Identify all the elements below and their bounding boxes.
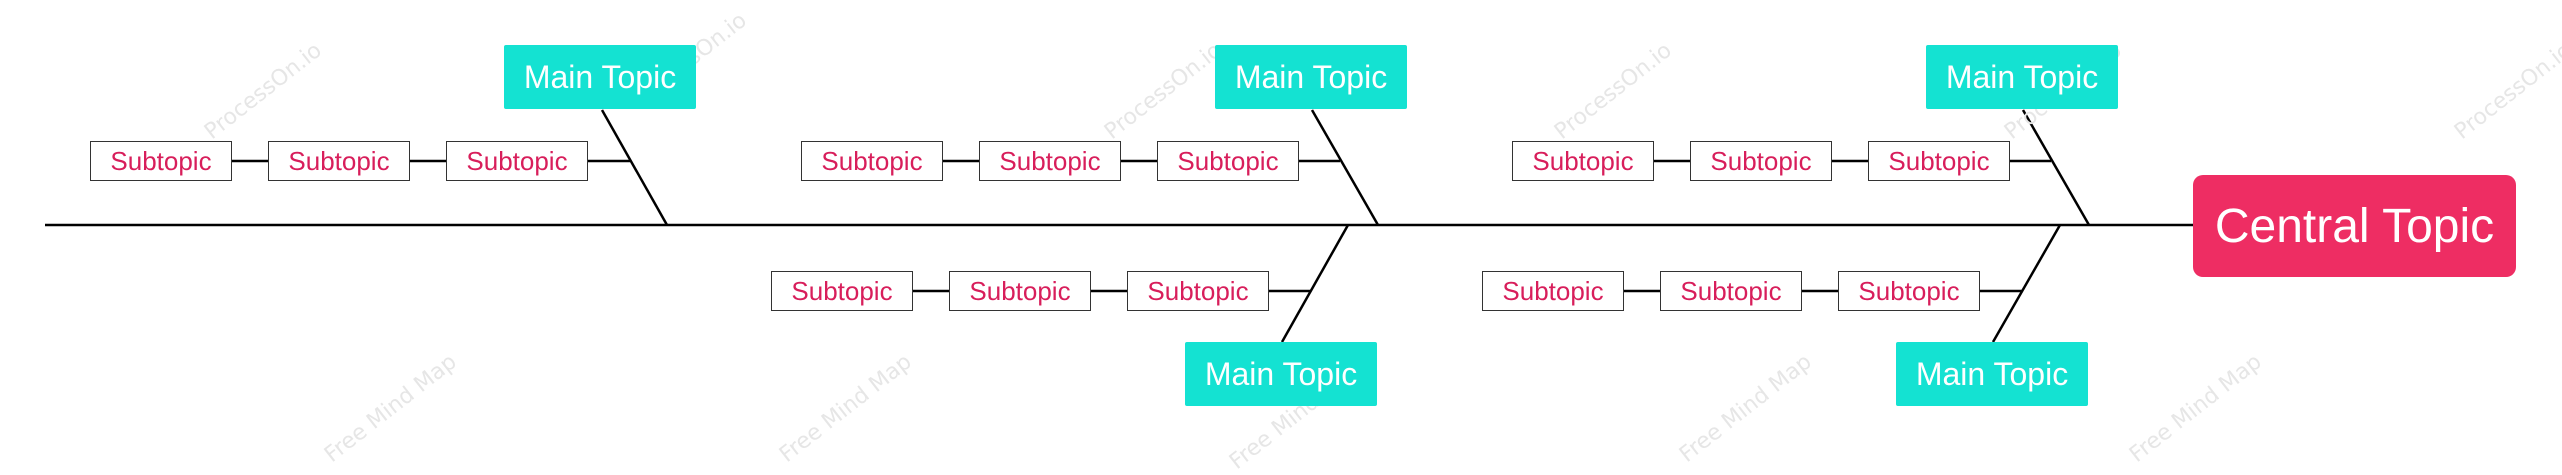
subtopic[interactable]: Subtopic: [1127, 271, 1269, 311]
subtopic[interactable]: Subtopic: [1482, 271, 1624, 311]
subtopic[interactable]: Subtopic: [268, 141, 410, 181]
subtopic[interactable]: Subtopic: [949, 271, 1091, 311]
subtopic[interactable]: Subtopic: [771, 271, 913, 311]
main-topic[interactable]: Main Topic: [1215, 45, 1407, 109]
subtopic[interactable]: Subtopic: [446, 141, 588, 181]
main-topic[interactable]: Main Topic: [1185, 342, 1377, 406]
subtopic[interactable]: Subtopic: [1838, 271, 1980, 311]
subtopic[interactable]: Subtopic: [1690, 141, 1832, 181]
subtopic[interactable]: Subtopic: [1512, 141, 1654, 181]
main-topic[interactable]: Main Topic: [1896, 342, 2088, 406]
subtopic[interactable]: Subtopic: [979, 141, 1121, 181]
subtopic[interactable]: Subtopic: [1660, 271, 1802, 311]
bone-line: [1280, 224, 1350, 343]
main-topic[interactable]: Main Topic: [1926, 45, 2118, 109]
subtopic[interactable]: Subtopic: [801, 141, 943, 181]
main-topic[interactable]: Main Topic: [504, 45, 696, 109]
subtopic[interactable]: Subtopic: [1868, 141, 2010, 181]
bone-line: [2021, 109, 2091, 226]
subtopic[interactable]: Subtopic: [1157, 141, 1299, 181]
central-topic[interactable]: Central Topic: [2193, 175, 2516, 277]
bone-line: [1991, 224, 2062, 343]
subtopic[interactable]: Subtopic: [90, 141, 232, 181]
bone-line: [600, 109, 669, 226]
bone-line: [1310, 109, 1380, 226]
